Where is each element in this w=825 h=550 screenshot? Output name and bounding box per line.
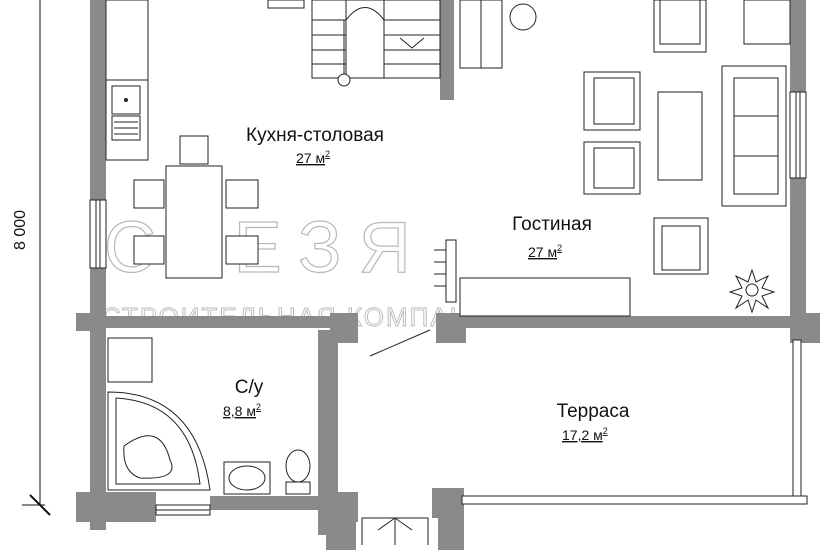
plant-icon xyxy=(728,268,776,314)
bathroom-area-value: 8,8 м xyxy=(223,403,256,419)
terrace-area-sup: 2 xyxy=(603,426,608,436)
bathroom-fixtures xyxy=(107,337,311,495)
kitchen-name: Кухня-столовая xyxy=(246,125,384,146)
living-name: Гостиная xyxy=(512,214,592,235)
bathroom-area: 8,8 м2 xyxy=(223,402,261,419)
living-furniture xyxy=(583,0,791,275)
kitchen-area-value: 27 м xyxy=(296,150,325,166)
kitchen-area-sup: 2 xyxy=(325,149,330,159)
walls xyxy=(76,0,820,550)
living-area-value: 27 м xyxy=(528,244,557,260)
door-swing xyxy=(361,329,431,545)
dining-set xyxy=(133,135,259,279)
living-area-sup: 2 xyxy=(557,243,562,253)
windows xyxy=(89,91,807,516)
dimension-label: 8 000 xyxy=(12,210,29,250)
terrace-name: Терраса xyxy=(557,401,630,422)
bathroom-name: С/у xyxy=(235,377,264,398)
bathroom-area-sup: 2 xyxy=(256,402,261,412)
terrace-railing xyxy=(461,339,808,505)
kitchen-area: 27 м2 xyxy=(296,149,330,166)
terrace-area: 17,2 м2 xyxy=(562,426,608,443)
staircase xyxy=(267,0,441,87)
fireplace xyxy=(434,0,631,317)
kitchen-counter xyxy=(105,0,149,161)
living-area: 27 м2 xyxy=(528,243,562,260)
dimension-line xyxy=(22,0,51,516)
terrace-area-value: 17,2 м xyxy=(562,427,603,443)
